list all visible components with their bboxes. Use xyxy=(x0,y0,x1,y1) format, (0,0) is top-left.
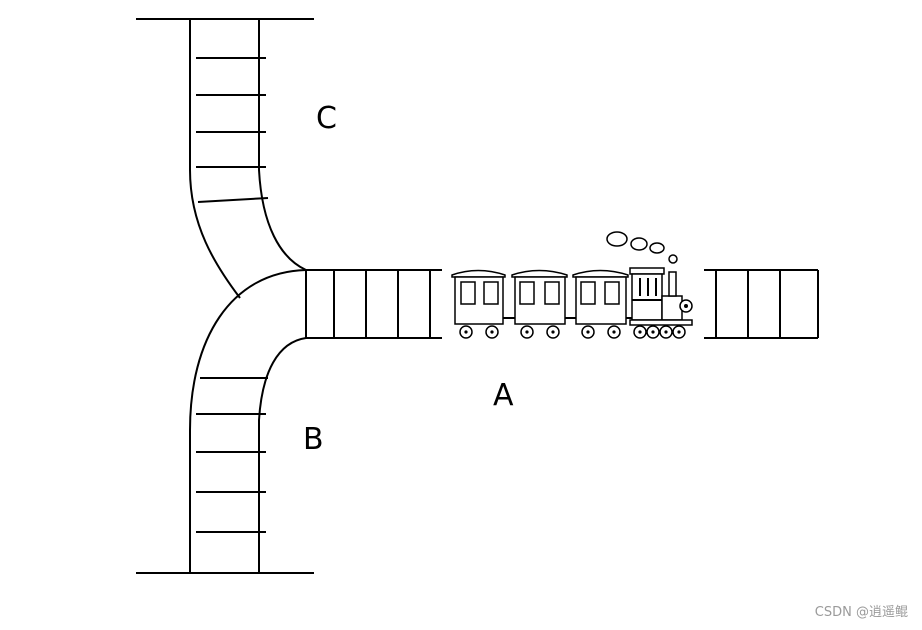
train-carriage xyxy=(511,269,568,339)
train-locomotive xyxy=(629,267,693,339)
rail-b-left xyxy=(189,269,307,573)
watermark-text: CSDN @逍遥鲲 xyxy=(814,605,908,620)
rail-b-right xyxy=(258,337,307,573)
track-branch-b xyxy=(136,269,314,574)
rail-c-left xyxy=(189,19,241,299)
train-illustration xyxy=(451,231,693,339)
track-main-a xyxy=(305,269,442,339)
train-carriage xyxy=(451,269,506,339)
branch-label-b: B xyxy=(303,422,324,457)
track-segment-right xyxy=(704,269,819,339)
rail-c-right xyxy=(258,19,307,271)
branch-label-a: A xyxy=(493,378,514,413)
train-carriage xyxy=(572,269,629,339)
branch-label-c: C xyxy=(316,101,337,136)
tie xyxy=(197,197,269,203)
track-branch-c xyxy=(136,18,314,299)
smoke-puffs xyxy=(606,231,678,264)
